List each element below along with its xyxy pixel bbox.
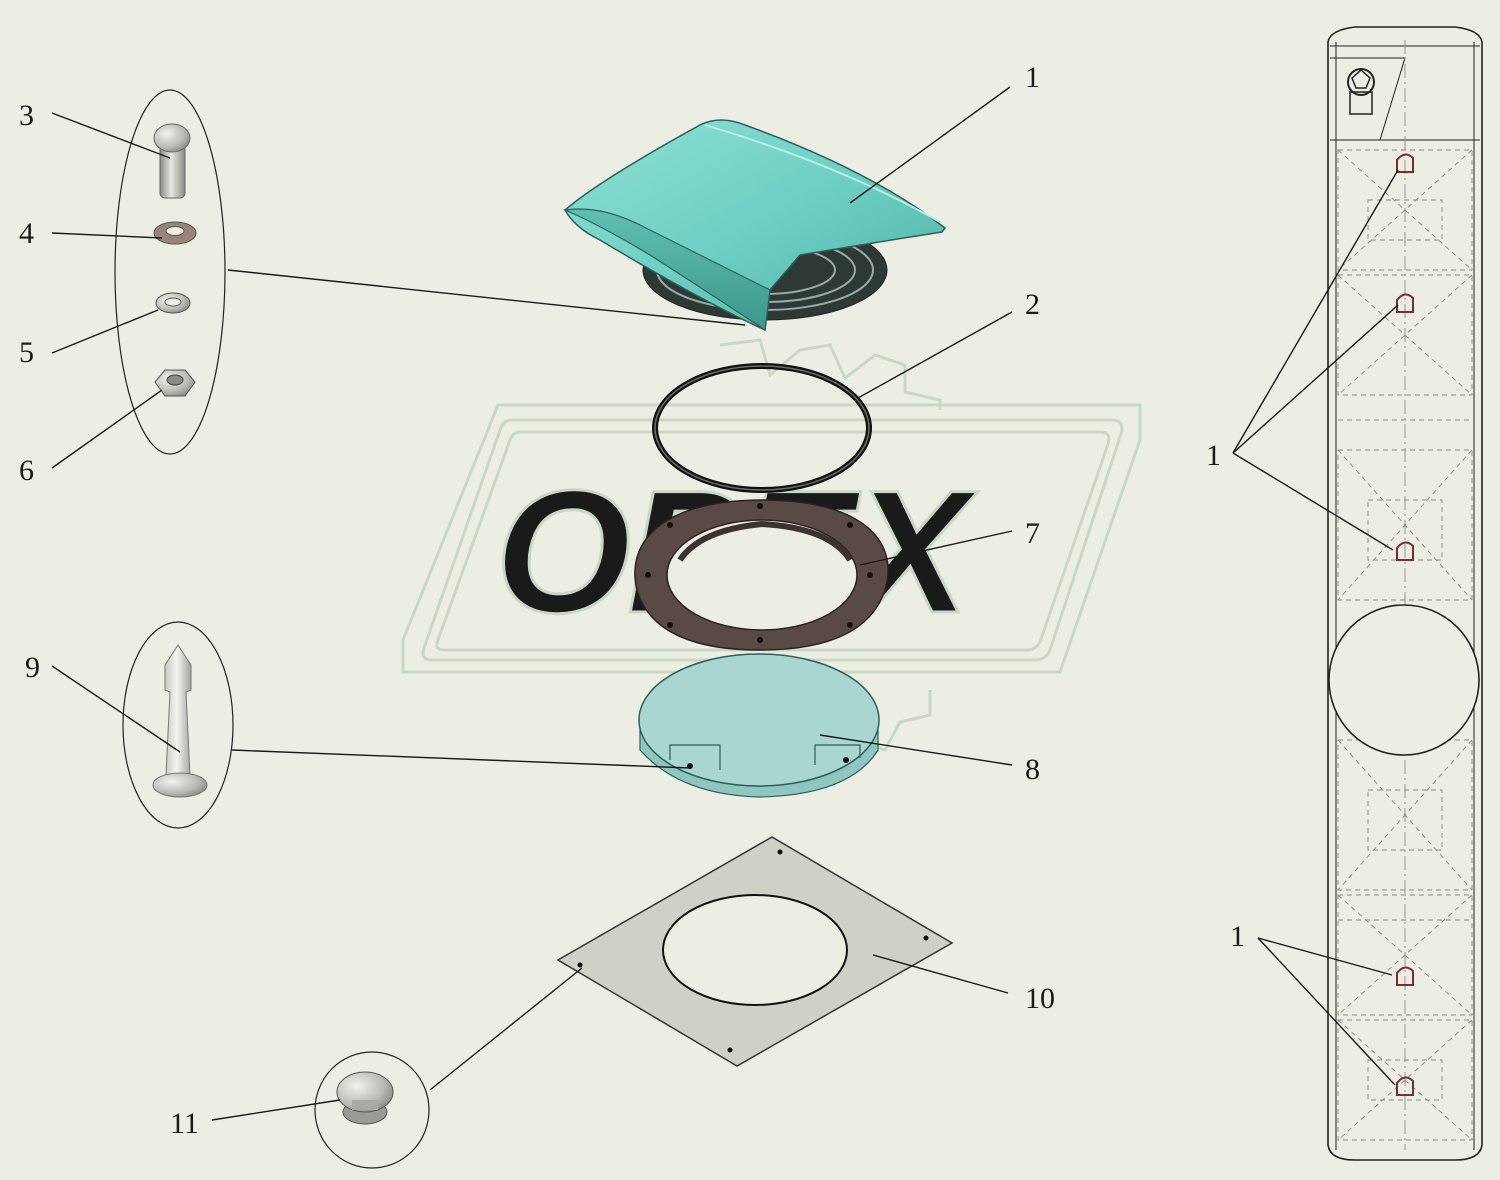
vent-cap bbox=[562, 119, 947, 332]
base-housing bbox=[638, 653, 880, 798]
flat-washer bbox=[153, 221, 197, 245]
slot-marks bbox=[1396, 153, 1414, 1096]
o-ring bbox=[652, 363, 872, 493]
callout-3: 3 bbox=[19, 99, 34, 132]
fastener-group-ellipse bbox=[114, 89, 226, 455]
pin-group-ellipse bbox=[122, 621, 234, 829]
callout-1-panel-lower: 1 bbox=[1230, 920, 1245, 953]
callout-5: 5 bbox=[19, 336, 34, 369]
callout-1-panel-upper: 1 bbox=[1206, 439, 1221, 472]
callout-10-plate: 10 bbox=[1025, 982, 1055, 1015]
mounting-plate bbox=[556, 836, 954, 1067]
callout-7-frame: 7 bbox=[1025, 517, 1040, 550]
callout-4: 4 bbox=[19, 217, 34, 250]
callout-9-pin: 9 bbox=[25, 651, 40, 684]
callout-1-cap: 1 bbox=[1025, 61, 1040, 94]
watermark-tag-outer bbox=[401, 403, 1142, 674]
watermark-tag-inner bbox=[421, 418, 1124, 662]
callout-6: 6 bbox=[19, 454, 34, 487]
rivet bbox=[336, 1071, 394, 1125]
hex-nut bbox=[154, 369, 196, 397]
rivet-group-ellipse bbox=[314, 1051, 430, 1169]
side-panel-view bbox=[1327, 26, 1483, 1161]
pin bbox=[152, 644, 208, 798]
callout-2-ring: 2 bbox=[1025, 288, 1040, 321]
callout-8-base: 8 bbox=[1025, 753, 1040, 786]
mounting-frame bbox=[634, 499, 889, 651]
spring-washer bbox=[155, 292, 191, 314]
callout-11-rivet: 11 bbox=[170, 1107, 199, 1140]
bolt bbox=[153, 123, 191, 199]
